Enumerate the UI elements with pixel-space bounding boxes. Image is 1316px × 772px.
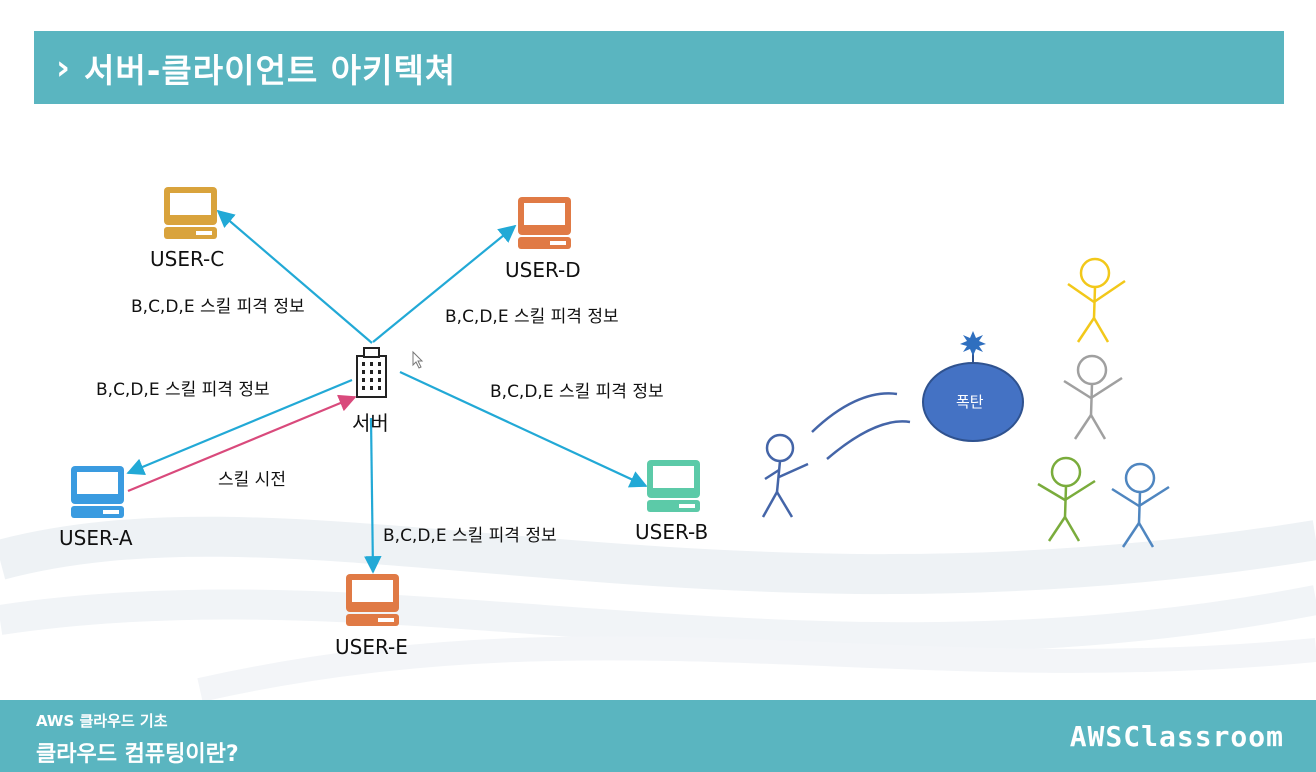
slide-title: 서버-클라이언트 아키텍쳐 [84, 50, 457, 90]
edge-label-to-user-a: B,C,D,E 스킬 피격 정보 [96, 380, 270, 400]
user-a-label: USER-A [59, 526, 133, 550]
arrow-to-user-b [399, 371, 648, 488]
slide-footer: AWS 클라우드 기초 클라우드 컴퓨팅이란? AWSClassroom [0, 700, 1316, 772]
bomb-label: 폭탄 [956, 393, 984, 411]
user-c-label: USER-C [150, 247, 225, 271]
computer-icon-user-a [71, 466, 124, 518]
chevron-right-icon: › [56, 47, 71, 88]
arrow-to-user-a [126, 378, 353, 476]
blue-stick-figure [1111, 462, 1170, 548]
server-building-icon [356, 347, 387, 398]
yellow-stick-figure [1067, 257, 1126, 343]
server-label: 서버 [352, 411, 389, 435]
slide-header: › 서버-클라이언트 아키텍쳐 [34, 31, 1284, 104]
gray-stick-figure [1063, 354, 1123, 440]
bomb-spark-icon [960, 331, 986, 356]
computer-icon-user-c [164, 187, 217, 239]
computer-icon-user-d [518, 197, 571, 249]
edge-label-to-user-c: B,C,D,E 스킬 피격 정보 [131, 297, 305, 317]
green-stick-figure [1037, 456, 1096, 542]
computer-icon-user-b [647, 460, 700, 512]
edge-label-to-user-e: B,C,D,E 스킬 피격 정보 [383, 526, 557, 546]
thrower-stick-figure [761, 433, 809, 518]
throw-trajectory-lower [826, 420, 911, 460]
mouse-cursor-icon [412, 350, 424, 369]
lesson-title: 클라우드 컴퓨팅이란? [36, 742, 239, 767]
edge-label-skill-cast: 스킬 시전 [218, 470, 286, 490]
user-e-label: USER-E [335, 635, 408, 659]
brand-logo: AWSClassroom [1069, 720, 1284, 753]
edge-label-to-user-d: B,C,D,E 스킬 피격 정보 [445, 307, 619, 327]
user-b-label: USER-B [635, 520, 709, 544]
user-d-label: USER-D [505, 258, 581, 282]
edge-label-to-user-b: B,C,D,E 스킬 피격 정보 [490, 382, 664, 402]
throw-trajectory-upper [811, 392, 898, 433]
computer-icon-user-e [346, 574, 399, 626]
arrow-to-user-d [372, 224, 517, 343]
arrow-to-user-e [363, 417, 382, 574]
arrow-to-user-c [216, 209, 373, 344]
course-title: AWS 클라우드 기초 [36, 712, 168, 730]
arrow-skill-cast [127, 394, 357, 493]
